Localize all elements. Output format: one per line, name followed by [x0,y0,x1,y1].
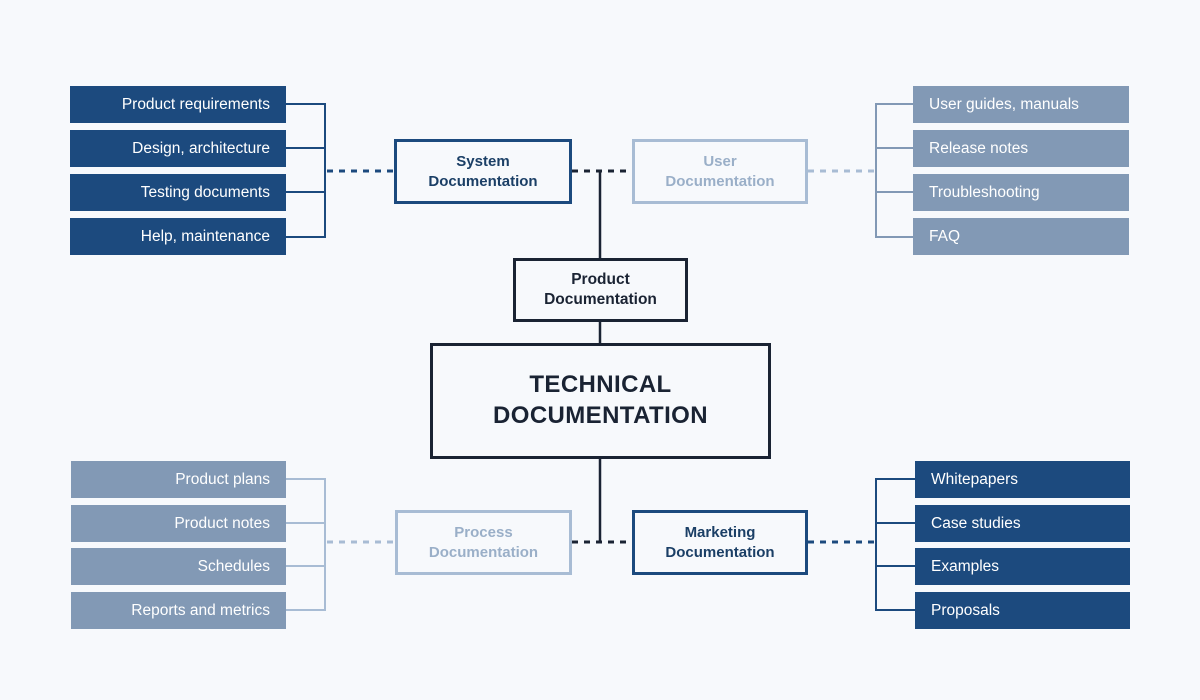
chip-label: Proposals [931,601,1000,619]
list-item-user-4[interactable]: FAQ [913,218,1129,255]
chip-label: Help, maintenance [140,227,270,245]
chip-label: Release notes [929,139,1029,157]
page-title: TECHNICAL DOCUMENTATION [493,371,708,429]
node-process-documentation[interactable]: Process Documentation [395,510,572,575]
chip-label: Whitepapers [931,470,1019,488]
chip-label: Reports and metrics [131,601,270,619]
list-item-process-4[interactable]: Reports and metrics [71,592,286,629]
chip-label: Schedules [197,557,270,575]
chip-label: Troubleshooting [929,183,1040,201]
node-label: User Documentation [665,153,775,190]
node-label: Marketing Documentation [665,524,775,561]
connector-user-bracket [875,103,913,238]
chip-label: Examples [931,557,1000,575]
chip-label: FAQ [929,227,961,245]
list-item-process-3[interactable]: Schedules [71,548,286,585]
list-item-marketing-1[interactable]: Whitepapers [915,461,1130,498]
node-technical-documentation[interactable]: TECHNICAL DOCUMENTATION [430,343,771,459]
node-label: Product Documentation [544,271,657,308]
connector-process-bracket [286,478,326,611]
node-marketing-documentation[interactable]: Marketing Documentation [632,510,808,575]
list-item-system-2[interactable]: Design, architecture [70,130,286,167]
chip-label: Testing documents [140,183,270,201]
list-item-user-3[interactable]: Troubleshooting [913,174,1129,211]
connector-marketing-bracket [875,478,915,611]
list-item-process-1[interactable]: Product plans [71,461,286,498]
node-product-documentation[interactable]: Product Documentation [513,258,688,322]
list-item-system-4[interactable]: Help, maintenance [70,218,286,255]
chip-label: User guides, manuals [929,95,1079,113]
node-label: Process Documentation [428,524,539,561]
list-item-system-3[interactable]: Testing documents [70,174,286,211]
chip-label: Product plans [175,470,270,488]
list-item-process-2[interactable]: Product notes [71,505,286,542]
chip-label: Product requirements [121,95,270,113]
connector-system-bracket [286,103,326,238]
list-item-system-1[interactable]: Product requirements [70,86,286,123]
node-system-documentation[interactable]: System Documentation [394,139,572,204]
chip-label: Product notes [174,514,270,532]
node-user-documentation[interactable]: User Documentation [632,139,808,204]
list-item-user-1[interactable]: User guides, manuals [913,86,1129,123]
list-item-marketing-2[interactable]: Case studies [915,505,1130,542]
chip-label: Case studies [931,514,1021,532]
node-label: System Documentation [428,153,538,190]
chip-label: Design, architecture [132,139,270,157]
list-item-marketing-4[interactable]: Proposals [915,592,1130,629]
list-item-user-2[interactable]: Release notes [913,130,1129,167]
list-item-marketing-3[interactable]: Examples [915,548,1130,585]
